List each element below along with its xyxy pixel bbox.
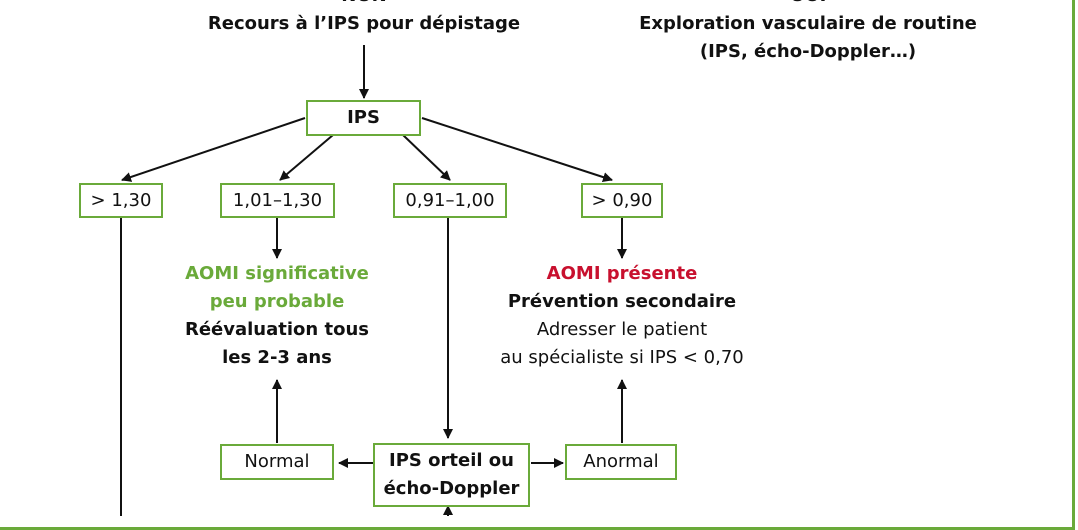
arrow-ips-to-r1: [121, 117, 306, 182]
right-outcome-line-4: au spécialiste si IPS < 0,70: [500, 347, 744, 368]
test-label-line-2: écho-Doppler: [383, 478, 520, 499]
range-box-4: > 0,90: [581, 183, 663, 218]
left-outcome-line-1: AOMI significative: [185, 263, 369, 284]
test-box: IPS orteil ou écho-Doppler: [373, 443, 530, 507]
range-label-2: 1,01–1,30: [232, 189, 323, 211]
arrow-ips-to-r4: [421, 117, 613, 182]
left-outcome-line-4: les 2-3 ans: [222, 347, 332, 368]
range-label-4: > 0,90: [591, 189, 653, 211]
right-heading: OUI: [708, 0, 908, 10]
range-label-3: 0,91–1,00: [405, 189, 495, 211]
left-heading: NON: [264, 0, 464, 10]
abnormal-label: Anormal: [583, 451, 659, 472]
right-subheading-2: (IPS, écho-Doppler…): [699, 41, 917, 62]
arrow-ips-to-r3: [402, 134, 451, 181]
normal-box: Normal: [220, 444, 334, 480]
arrow-ips-to-r2: [279, 134, 334, 181]
left-subheading: Recours à l’IPS pour dépistage: [207, 13, 521, 34]
ips-box: IPS: [306, 100, 421, 136]
test-label-line-1: IPS orteil ou: [389, 450, 514, 471]
normal-label: Normal: [244, 451, 310, 472]
range-box-2: 1,01–1,30: [220, 183, 335, 218]
right-outcome-line-2: Prévention secondaire: [507, 291, 737, 312]
range-label-1: > 1,30: [90, 189, 152, 211]
right-outcome-line-1: AOMI présente: [546, 263, 698, 284]
left-outcome-line-2: peu probable: [209, 291, 345, 312]
abnormal-box: Anormal: [565, 444, 677, 480]
right-subheading-1: Exploration vasculaire de routine: [639, 13, 977, 34]
range-box-3: 0,91–1,00: [393, 183, 507, 218]
left-outcome-line-3: Réévaluation tous: [184, 319, 369, 340]
ips-box-label: IPS: [347, 107, 380, 128]
range-box-1: > 1,30: [79, 183, 163, 218]
right-outcome-line-3: Adresser le patient: [536, 319, 708, 340]
connector-lines: [120, 45, 627, 516]
